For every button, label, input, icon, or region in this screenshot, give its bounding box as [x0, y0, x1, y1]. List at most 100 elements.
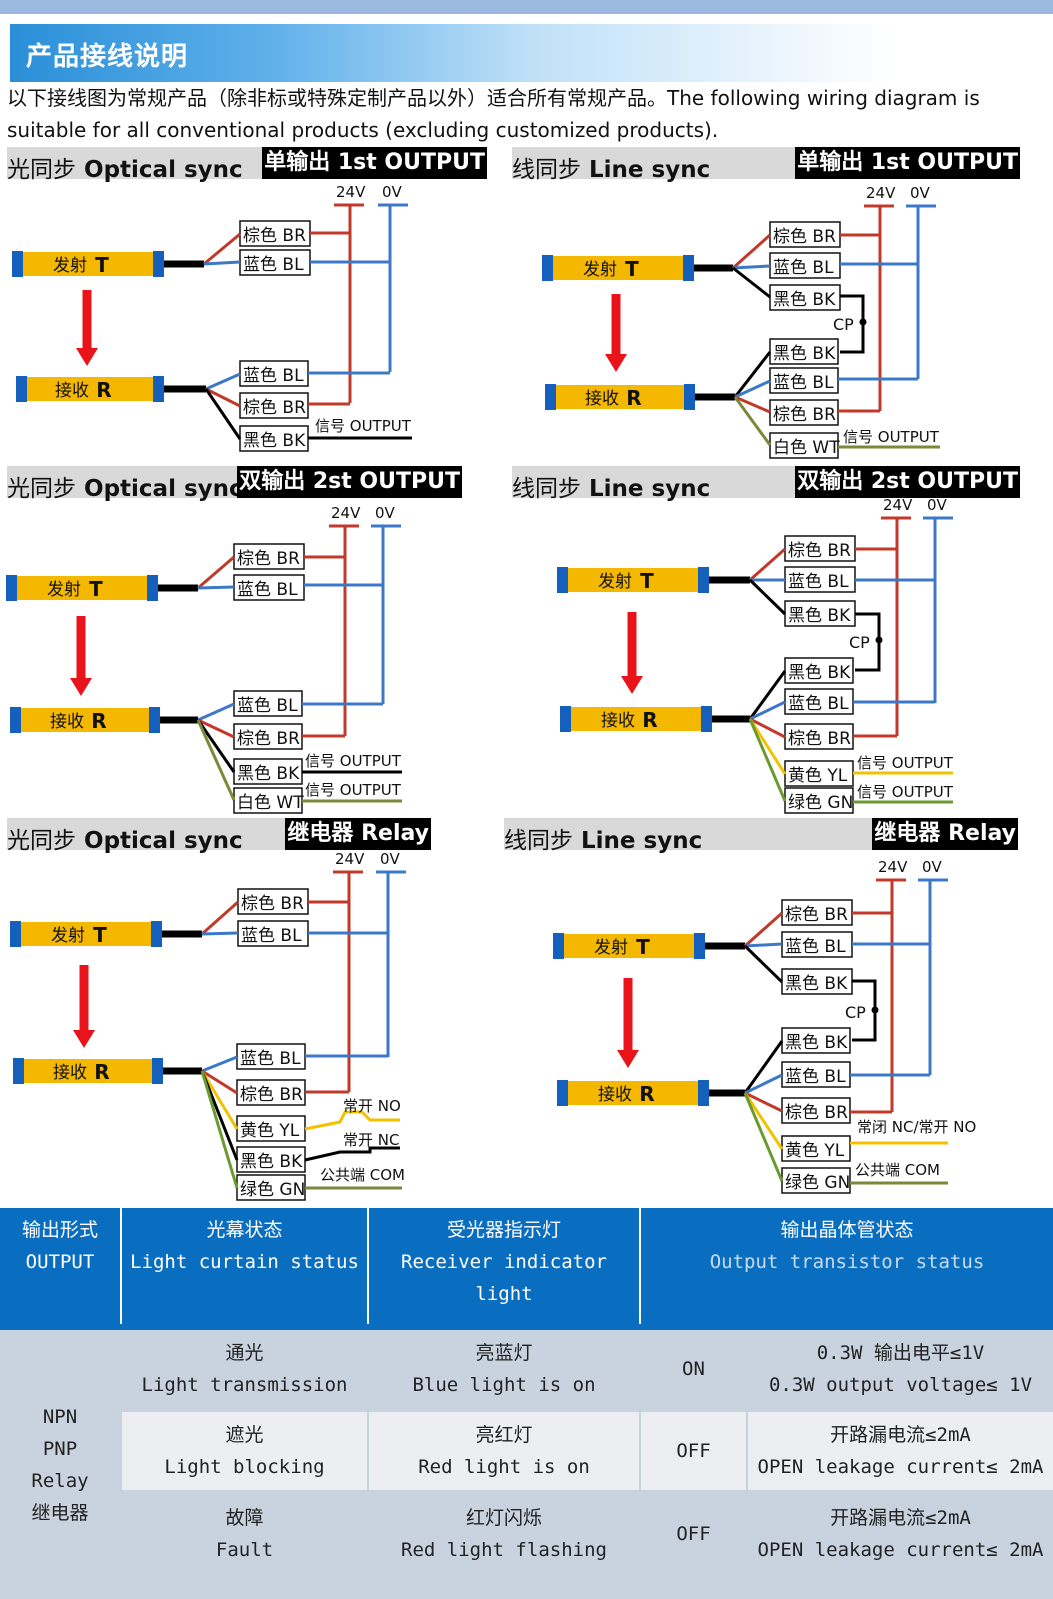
24v-label: 24V	[335, 850, 365, 868]
emitter-cap-left	[553, 933, 564, 959]
receiver-cap-right	[701, 706, 712, 732]
wire-bl: 蓝色 BL	[773, 373, 834, 393]
wire-yl: 黄色 YL	[788, 766, 848, 786]
section-tag: 单输出 1st OUTPUT	[262, 147, 487, 179]
cell-text: OPEN leakage current≤ 2mA	[757, 1456, 1044, 1478]
emitter-label-cn: 发射	[47, 580, 81, 600]
emitter-cap-left	[6, 575, 17, 601]
wire	[743, 1092, 784, 1182]
section-header-optical-2st: 光同步 Optical sync 双输出 2st OUTPUT	[7, 466, 462, 502]
relay-ncno-label: 常闭 NC/常开 NO	[857, 1118, 976, 1136]
wire	[732, 233, 771, 270]
wire	[197, 718, 235, 739]
cell-text: 开路漏电流≤2mA	[830, 1507, 971, 1529]
wire-bk-box	[784, 657, 854, 684]
24v-label: 24V	[883, 496, 913, 514]
receiver-bar	[560, 707, 712, 731]
section-title-cn: 光同步	[7, 157, 76, 183]
relay-no-wire	[304, 1110, 400, 1131]
wire-br: 棕色 BR	[243, 398, 306, 418]
cell-text: 通光	[225, 1342, 264, 1364]
cell-text: NPN	[42, 1405, 78, 1428]
wire-bk: 黑色 BK	[773, 344, 836, 364]
wire	[196, 719, 236, 801]
cell-text: 红灯闪烁	[465, 1507, 542, 1529]
wire-yl: 黄色 YL	[785, 1141, 845, 1161]
receiver-cap-left	[560, 706, 571, 732]
section-tag: 双输出 2st OUTPUT	[795, 466, 1020, 498]
wire-bl: 蓝色 BL	[241, 926, 302, 946]
status-table: 输出形式 OUTPUT 光幕状态 Light curtain status 受光…	[0, 1208, 1053, 1599]
wire	[743, 944, 784, 984]
emitter-label-cn: 发射	[598, 572, 632, 592]
0v-label: 0V	[382, 183, 403, 201]
cell-text: Light blocking	[164, 1456, 325, 1478]
wire-bl: 蓝色 BL	[243, 255, 304, 275]
wire-bl: 蓝色 BL	[243, 366, 304, 386]
header-en: Output transistor status	[709, 1251, 985, 1273]
cell-text: 故障	[225, 1507, 264, 1529]
wire	[732, 266, 771, 299]
wire-bk-box	[769, 338, 839, 365]
section-tag: 继电器 Relay	[872, 818, 1018, 850]
table-header-transistor: 输出晶体管状态 Output transistor status	[641, 1208, 1053, 1324]
receiver-label-cn: 接收	[601, 711, 635, 731]
wire-br: 棕色 BR	[773, 405, 836, 425]
24v-label: 24V	[866, 184, 896, 202]
0v-label: 0V	[380, 850, 401, 868]
wire-br: 棕色 BR	[785, 905, 848, 925]
wire	[205, 387, 241, 408]
wire-bl: 蓝色 BL	[237, 580, 298, 600]
wire	[201, 1069, 238, 1095]
cell-text: Relay	[31, 1469, 89, 1492]
wire-gn: 绿色 GN	[788, 793, 853, 813]
receiver-cap-right	[152, 1058, 163, 1084]
emitter-label-en: T	[95, 253, 109, 277]
wire-bk-box	[233, 758, 303, 785]
0v-label: 0V	[375, 504, 396, 522]
emitter-cap-left	[10, 921, 21, 947]
emitter-cap-right	[694, 933, 705, 959]
wire-br-box	[237, 888, 309, 915]
section-title-en: Line sync	[589, 476, 711, 502]
0v-label: 0V	[922, 858, 943, 876]
24v-label: 24V	[336, 183, 366, 201]
arrow-head	[73, 1030, 95, 1048]
wire-bl-box	[769, 252, 841, 279]
wire-br: 棕色 BR	[241, 894, 304, 914]
cell-text: 遮光	[225, 1424, 264, 1446]
wire-bk-box	[236, 1146, 306, 1173]
wire	[201, 931, 239, 936]
section-title-en: Optical sync	[84, 828, 243, 854]
cp-dot	[859, 318, 867, 326]
wire	[201, 1055, 238, 1073]
wire	[748, 670, 787, 720]
receiver-cap-right	[698, 1080, 709, 1106]
wire-br: 棕色 BR	[785, 1103, 848, 1123]
section-title-cn: 光同步	[7, 476, 76, 502]
wire-br: 棕色 BR	[237, 729, 300, 749]
cell-text: OPEN leakage current≤ 2mA	[757, 1539, 1044, 1561]
receiver-cap-right	[149, 707, 160, 733]
emitter-bar	[6, 576, 158, 600]
cell-text: 亮蓝灯	[475, 1342, 533, 1364]
wire	[197, 585, 235, 590]
wire	[744, 911, 783, 948]
wire-br-box	[239, 220, 311, 247]
emitter-label-cn: 发射	[583, 260, 617, 280]
signal-label: 信号 OUTPUT	[305, 752, 402, 770]
wire-yl-box	[784, 760, 854, 787]
cell-text: 开路漏电流≤2mA	[830, 1424, 971, 1446]
wire-bk: 黑色 BK	[788, 663, 851, 683]
wire-bk: 黑色 BK	[773, 290, 836, 310]
wire	[196, 719, 236, 773]
wire-wt-box	[233, 787, 303, 814]
wire-br-box	[781, 1097, 851, 1124]
wire	[749, 547, 786, 582]
receiver-cap-left	[13, 1058, 24, 1084]
cp-label: CP	[833, 315, 854, 334]
receiver-label-en: R	[639, 1082, 654, 1106]
